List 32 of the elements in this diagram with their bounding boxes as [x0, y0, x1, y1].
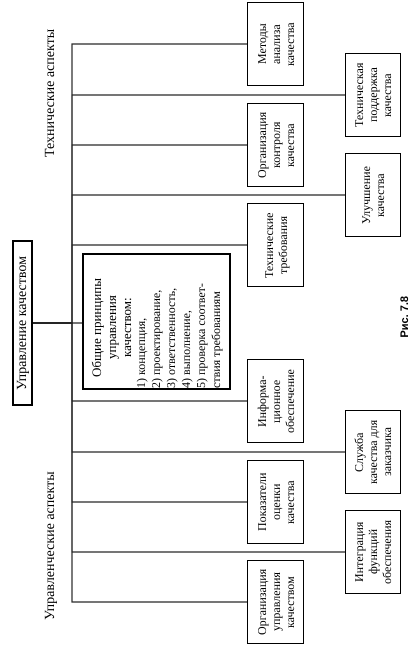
list-item: 1) концепция, — [134, 316, 149, 388]
section-heading: Технические аспекты — [44, 28, 58, 160]
box-text: Организация контроля качества — [254, 110, 296, 180]
figure-caption: Рис. 7.8 — [400, 296, 411, 338]
text-box — [247, 2, 304, 86]
box-text: Методы анализа качества — [254, 21, 296, 68]
box-heading: Общие принципы управления качеством: — [89, 277, 134, 379]
section-heading: Управленческие аспекты — [44, 470, 58, 622]
box-text: Служба качества для заказчика — [352, 418, 394, 486]
text-box — [345, 53, 401, 137]
box-text: Интеграция функций обеспечения — [352, 518, 394, 586]
text-box — [345, 510, 401, 594]
text-box — [82, 253, 231, 390]
text-box — [247, 460, 304, 544]
box-text: Технические требования — [262, 211, 290, 280]
text-box — [247, 560, 304, 644]
text-box — [345, 153, 401, 237]
box-text: Улучшение качества — [359, 165, 387, 226]
box-text: Управление качеством — [14, 256, 30, 390]
list-item: 5) проверка соответ-ствия требованиям — [194, 282, 224, 388]
text-box — [247, 103, 304, 187]
box-text: Показатели оценки качества — [254, 472, 296, 534]
text-box — [247, 359, 304, 443]
list-item: 4) выполнение, — [179, 309, 194, 388]
list-item: 3) ответственность, — [164, 286, 179, 388]
text-box — [12, 240, 33, 406]
text-box — [247, 203, 304, 287]
box-text: Информа-ционное обеспечение — [254, 368, 296, 435]
box-text: Техническая поддержка качества — [352, 62, 394, 130]
list-item: 2) проектирование, — [149, 288, 164, 388]
text-box — [345, 410, 401, 494]
box-text: Организация управления качеством — [254, 568, 296, 638]
